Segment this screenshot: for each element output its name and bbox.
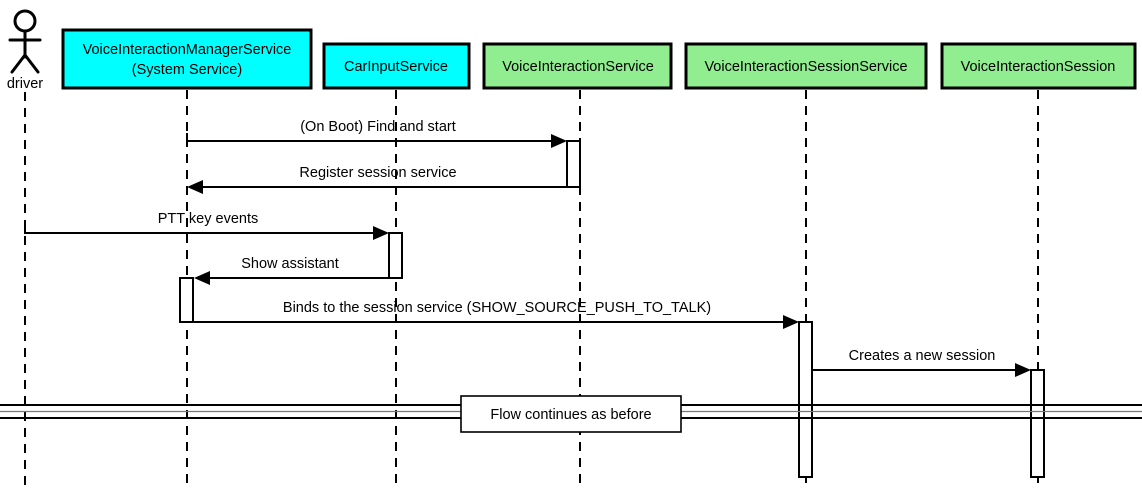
message-arrow-line-3 xyxy=(24,225,379,234)
divider-flow-continues: Flow continues as before xyxy=(0,395,1142,433)
message-arrow-head-6 xyxy=(1015,363,1031,377)
message-arrow-line-5 xyxy=(179,314,789,323)
message-label-binds-to-session-service: Binds to the session service (SHOW_SOURC… xyxy=(283,300,711,316)
activation-bar-carinputservice xyxy=(388,232,403,279)
message-arrow-head-4 xyxy=(194,271,210,285)
divider-label-text: Flow continues as before xyxy=(490,407,651,423)
message-arrow-line-6 xyxy=(811,362,1021,371)
divider-label-box xyxy=(460,395,682,433)
participant-box-voiceinteractionsessionservice[interactable] xyxy=(684,42,928,90)
message-label-register-session-service: Register session service xyxy=(299,165,456,181)
message-ptt-key-events[interactable]: PTT key events xyxy=(24,211,389,240)
activation-bar-vims xyxy=(179,277,194,323)
message-binds-to-session-service[interactable]: Binds to the session service (SHOW_SOURC… xyxy=(179,300,799,329)
participant-label-voiceinteractionservice: VoiceInteractionService xyxy=(502,59,654,75)
message-arrow-head-1 xyxy=(551,134,567,148)
activation-bar-voiceinteractionsession xyxy=(1030,369,1045,478)
participant-voiceinteractionsession[interactable]: VoiceInteractionSession xyxy=(940,42,1137,90)
participant-box-carinputservice[interactable] xyxy=(322,42,471,90)
participant-vims[interactable]: VoiceInteractionManagerService (System S… xyxy=(61,28,313,90)
participant-label-voiceinteractionsession: VoiceInteractionSession xyxy=(961,59,1116,75)
participant-label-voiceinteractionsessionservice: VoiceInteractionSessionService xyxy=(704,59,907,75)
actor-leg-left-icon xyxy=(10,53,27,74)
participant-voiceinteractionsessionservice[interactable]: VoiceInteractionSessionService xyxy=(684,42,928,90)
actor-label-driver: driver xyxy=(7,76,43,92)
activation-bar-voiceinteractionsessionservice xyxy=(798,321,813,478)
message-show-assistant[interactable]: Show assistant xyxy=(194,256,389,285)
message-on-boot-find-and-start[interactable]: (On Boot) Find and start xyxy=(186,119,567,148)
message-label-ptt-key-events: PTT key events xyxy=(158,211,258,227)
participant-voiceinteractionservice[interactable]: VoiceInteractionService xyxy=(482,42,673,90)
message-label-creates-a-new-session: Creates a new session xyxy=(849,348,996,364)
message-arrow-line-1 xyxy=(186,133,557,142)
message-label-on-boot-find-and-start: (On Boot) Find and start xyxy=(300,119,456,135)
message-label-show-assistant: Show assistant xyxy=(241,256,339,272)
participant-label-vims-line2: (System Service) xyxy=(132,62,242,78)
participant-label-vims-line1: VoiceInteractionManagerService xyxy=(83,42,292,58)
participant-box-vims[interactable] xyxy=(61,28,313,90)
message-arrow-head-2 xyxy=(187,180,203,194)
activation-bars-layer xyxy=(179,140,1045,478)
participant-box-voiceinteractionsession[interactable] xyxy=(940,42,1137,90)
message-arrow-head-3 xyxy=(373,226,389,240)
actor-head-icon xyxy=(13,9,37,33)
actor-driver[interactable]: driver xyxy=(7,9,43,92)
message-arrow-head-5 xyxy=(783,315,799,329)
activation-bar-voiceinteractionservice xyxy=(566,140,581,188)
participant-carinputservice[interactable]: CarInputService xyxy=(322,42,471,90)
participant-box-voiceinteractionservice[interactable] xyxy=(482,42,673,90)
participant-label-carinputservice: CarInputService xyxy=(344,59,448,75)
message-creates-a-new-session[interactable]: Creates a new session xyxy=(811,348,1031,377)
actor-leg-right-icon xyxy=(23,53,40,74)
message-register-session-service[interactable]: Register session service xyxy=(187,165,567,194)
